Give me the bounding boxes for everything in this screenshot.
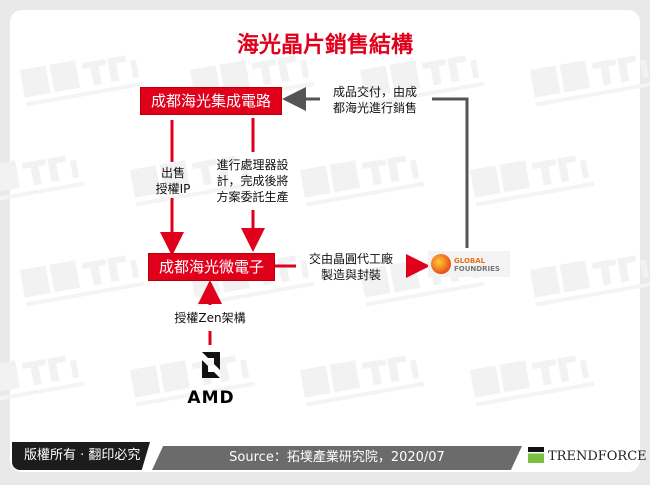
copyright-notice: 版權所有 · 翻印必究 xyxy=(12,442,150,470)
source-citation: Source：拓墣產業研究院，2020/07 xyxy=(152,446,522,470)
trendforce-logo: TRENDFORCE xyxy=(528,444,647,470)
amd-arrow-icon xyxy=(202,352,220,378)
page-title: 海光晶片銷售結構 xyxy=(236,32,413,58)
label-sell-ip: 出售授權IP xyxy=(155,166,191,196)
watermark-mark xyxy=(470,355,595,407)
watermark-mark xyxy=(300,355,425,407)
label-design: 進行處理器設計，完成後將方案委託生產 xyxy=(216,158,289,204)
globe-icon xyxy=(431,254,451,274)
amd-logo: AMD xyxy=(186,350,236,408)
arrow-deliver xyxy=(288,99,469,248)
watermark-mark xyxy=(20,255,145,307)
watermark-mark xyxy=(130,155,255,207)
trendforce-icon xyxy=(528,447,544,463)
watermark-mark xyxy=(530,55,650,107)
watermark-mark xyxy=(0,355,85,407)
watermark-mark xyxy=(300,155,425,207)
node-chengdu-haiguang-ic: 成都海光集成電路 xyxy=(140,87,282,115)
label-foundry: 交由晶圓代工廠製造與封裝 xyxy=(308,252,393,282)
node-chengdu-haiguang-micro: 成都海光微電子 xyxy=(148,253,275,281)
label-zen: 授權Zen架構 xyxy=(174,311,246,325)
label-deliver: 成品交付，由成都海光進行銷售 xyxy=(332,85,417,115)
watermark-mark xyxy=(20,55,145,107)
watermark-mark xyxy=(470,155,595,207)
watermark-mark xyxy=(360,55,485,107)
watermark-mark xyxy=(0,155,85,207)
watermark-mark xyxy=(530,255,650,307)
